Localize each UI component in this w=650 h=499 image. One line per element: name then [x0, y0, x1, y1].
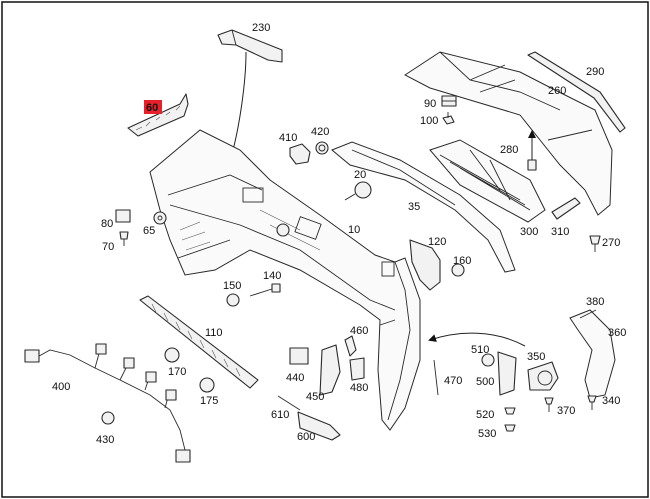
callout-380: 380	[586, 296, 604, 308]
part-175-nut[interactable]	[199, 377, 215, 393]
part-10-bumper[interactable]	[149, 129, 421, 431]
arrow-assembly	[428, 332, 526, 347]
callout-270: 270	[602, 237, 620, 249]
callout-70: 70	[102, 241, 114, 253]
callout-470: 470	[444, 375, 462, 387]
callout-310: 310	[551, 226, 569, 238]
part-380-clip[interactable]	[579, 309, 597, 319]
part-65-mount[interactable]	[153, 211, 167, 225]
part-230-trim[interactable]	[217, 29, 283, 63]
part-35-strip[interactable]	[331, 141, 516, 273]
callout-170: 170	[168, 366, 186, 378]
part-530-screw[interactable]	[504, 424, 516, 432]
part-170-clip[interactable]	[164, 347, 180, 363]
highlight-60-box	[144, 100, 162, 114]
part-120-bracket[interactable]	[409, 239, 441, 291]
callout-480: 480	[350, 382, 368, 394]
part-100-bolt[interactable]	[442, 112, 455, 125]
part-160-clip[interactable]	[451, 263, 465, 277]
callout-20: 20	[354, 169, 366, 181]
callout-520: 520	[476, 409, 494, 421]
part-70-screw[interactable]	[119, 231, 129, 246]
callout-65: 65	[143, 225, 155, 237]
part-460-clip[interactable]	[344, 335, 357, 357]
part-400-harness[interactable]	[24, 343, 191, 463]
callout-60[interactable]: 60	[146, 102, 158, 114]
part-520-nut[interactable]	[504, 407, 516, 415]
callout-420: 420	[311, 126, 329, 138]
part-430-clip[interactable]	[101, 411, 115, 425]
part-340-screw[interactable]	[587, 395, 597, 410]
callout-175: 175	[200, 395, 218, 407]
callout-500: 500	[476, 376, 494, 388]
part-150-washer[interactable]	[226, 293, 240, 307]
part-290-strip[interactable]	[527, 51, 626, 133]
callout-610: 610	[271, 409, 289, 421]
callout-350: 350	[527, 351, 545, 363]
callout-150: 150	[223, 280, 241, 292]
callout-100: 100	[420, 115, 438, 127]
part-310-clip[interactable]	[551, 197, 581, 220]
callout-360: 360	[608, 327, 626, 339]
callout-280: 280	[500, 144, 518, 156]
callout-440: 440	[286, 372, 304, 384]
part-480-bracket[interactable]	[349, 357, 365, 381]
part-410-sensor[interactable]	[289, 143, 311, 165]
callout-410: 410	[279, 132, 297, 144]
part-610-wire[interactable]	[277, 395, 301, 411]
part-420-ring[interactable]	[315, 141, 329, 155]
part-260-cover[interactable]	[404, 51, 613, 216]
callout-230: 230	[252, 22, 270, 34]
callout-510: 510	[471, 344, 489, 356]
callout-290: 290	[586, 66, 604, 78]
part-300-grille[interactable]	[429, 139, 546, 223]
part-280-bolt[interactable]	[527, 130, 537, 171]
part-80-bracket[interactable]	[115, 209, 131, 223]
part-510-clip[interactable]	[481, 353, 495, 367]
callout-300: 300	[520, 226, 538, 238]
part-450-bracket[interactable]	[319, 344, 341, 396]
part-270-screw[interactable]	[589, 235, 601, 252]
callout-600: 600	[297, 431, 315, 443]
part-370-screw[interactable]	[544, 397, 554, 412]
callout-530: 530	[478, 428, 496, 440]
callout-260: 260	[548, 85, 566, 97]
part-500-bracket[interactable]	[497, 351, 517, 396]
callout-160: 160	[453, 255, 471, 267]
callout-110: 110	[205, 327, 223, 339]
callout-340: 340	[602, 395, 620, 407]
part-110-carrier[interactable]	[139, 295, 259, 389]
callout-35: 35	[408, 201, 420, 213]
part-140-bolt[interactable]	[249, 283, 281, 297]
callout-140: 140	[263, 270, 281, 282]
callout-450: 450	[306, 391, 324, 403]
callout-80: 80	[101, 218, 113, 230]
part-600-trim[interactable]	[297, 411, 341, 441]
part-440-module[interactable]	[289, 347, 309, 365]
callout-400: 400	[52, 381, 70, 393]
part-90-clip[interactable]	[441, 95, 457, 107]
callout-460: 460	[350, 325, 368, 337]
part-360-housing[interactable]	[569, 309, 616, 399]
part-470-strip[interactable]	[433, 359, 439, 396]
callout-430: 430	[96, 434, 114, 446]
callout-120: 120	[428, 236, 446, 248]
callout-90: 90	[424, 98, 436, 110]
part-20-cap[interactable]	[344, 181, 372, 201]
callout-10: 10	[348, 224, 360, 236]
part-350-reflector[interactable]	[527, 361, 559, 391]
callout-370: 370	[557, 405, 575, 417]
part-60-strip[interactable]	[127, 93, 189, 137]
